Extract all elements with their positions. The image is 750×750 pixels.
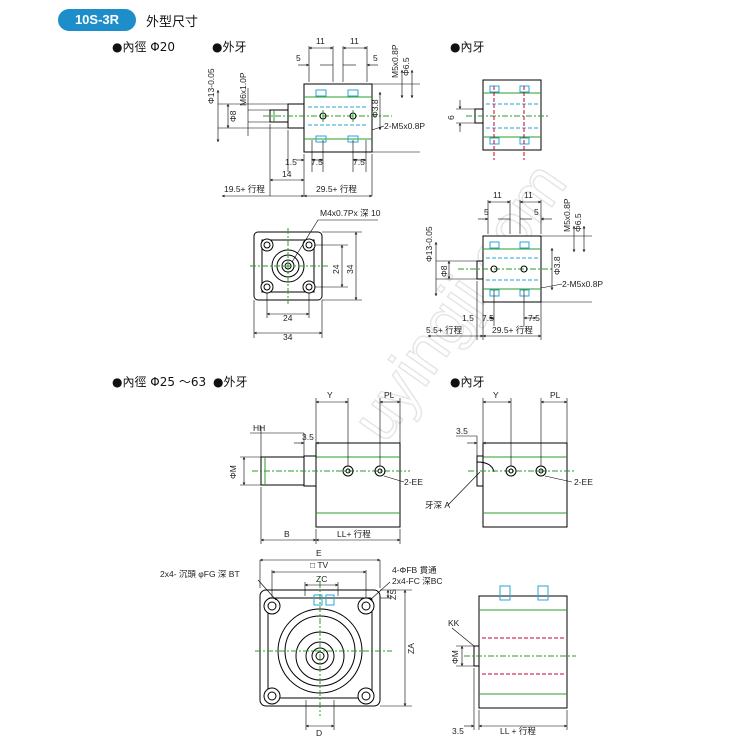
big-male-view	[252, 442, 410, 528]
dim-HH: HH	[253, 423, 265, 433]
big-side-labels: KK ΦM 3.5 LL + 行程	[448, 618, 536, 736]
big-female-view	[468, 442, 576, 528]
dim-phiM: ΦM	[450, 650, 460, 664]
section-bore25-63: ●內徑 Φ25 ～63	[112, 375, 207, 389]
big-face-view	[255, 582, 392, 716]
dim-Y: Y	[493, 390, 499, 400]
d20-female-dims	[456, 100, 475, 132]
dim-phi65: Φ6.5	[401, 57, 411, 76]
dim-LL: LL+ 行程	[337, 529, 371, 539]
dim-11-left: 11	[493, 190, 502, 200]
dim-5-left: 5	[484, 207, 489, 217]
dim-phi65: Φ6.5	[573, 213, 583, 232]
dim-PL: PL	[384, 390, 395, 400]
dim-14: 14	[282, 169, 292, 179]
dim-phi8: Φ8	[439, 265, 449, 277]
dim-7-5-left: 7.5	[482, 313, 494, 323]
big-face-labels: E □ TV ZC 2x4- 沉頭 φFG 深 BT 4-ΦFB 貫通 2x4-…	[160, 548, 443, 738]
d20-male-view	[263, 83, 392, 153]
dim-phiM: ΦM	[228, 465, 238, 479]
dim-3-5: 3.5	[452, 726, 464, 736]
dim-phi13: Φ13-0.05	[206, 68, 216, 104]
section-male-top: ●外牙	[212, 40, 247, 54]
dim-1-5: 1.5	[462, 313, 474, 323]
dim-thread-depth: 牙深 A	[425, 500, 450, 510]
dim-port-thread: M5x0.8P	[390, 44, 400, 78]
section-female-top: ●內牙	[450, 40, 485, 54]
big-female-dims	[447, 398, 573, 506]
dim-LL: LL + 行程	[500, 726, 536, 736]
d20-face-labels: M4x0.7Px 深 10 24 24 34 34	[283, 208, 381, 342]
dim-11-left: 11	[316, 36, 325, 46]
dim-rod-length: 5.5+ 行程	[426, 325, 463, 335]
page-title: 外型尺寸	[146, 15, 199, 30]
dim-5-right: 5	[534, 207, 539, 217]
d20-female2-dims	[427, 200, 592, 340]
dim-phi13: Φ13-0.05	[424, 226, 434, 262]
big-male-dims	[240, 398, 405, 544]
dim-5-right: 5	[373, 53, 378, 63]
big-face-dims	[257, 558, 412, 730]
big-female-labels: Y PL 3.5 2-EE 牙深 A	[425, 390, 593, 510]
dim-PL: PL	[550, 390, 561, 400]
dim-7-5-left: 7.5	[311, 157, 323, 167]
dim-counterbore: 2x4- 沉頭 φFG 深 BT	[160, 569, 240, 579]
dim-5-left: 5	[296, 53, 301, 63]
d20-face-view	[250, 228, 328, 304]
dim-Y: Y	[327, 390, 333, 400]
dim-34-vertical: 34	[345, 264, 355, 274]
dim-rod-length: 19.5+ 行程	[224, 184, 265, 194]
dim-ports: 2-EE	[574, 477, 593, 487]
dim-TV: □ TV	[310, 560, 329, 570]
dim-11-right: 11	[524, 190, 533, 200]
dim-3-5: 3.5	[302, 432, 314, 442]
dim-ports: 2-EE	[404, 477, 423, 487]
dim-port-thread: M5x0.8P	[562, 198, 572, 232]
big-side-view	[464, 585, 576, 709]
section-female-bottom: ●內牙	[450, 375, 485, 389]
dim-7-5-right: 7.5	[528, 313, 540, 323]
dim-body-length: 29.5+ 行程	[492, 325, 533, 335]
dim-3-5: 3.5	[456, 426, 468, 436]
dim-ZC: ZC	[316, 574, 327, 584]
dim-E: E	[316, 548, 322, 558]
dim-1-5: 1.5	[285, 157, 297, 167]
d20-male-labels: 11 11 5 5 M5x0.8P Φ6.5 Φ13-0.05 M6x1.0P …	[206, 36, 425, 194]
watermark: uyingji.com	[337, 150, 580, 454]
dim-fc: 2x4-FC 深BC	[392, 576, 443, 586]
dim-7-5-right: 7.5	[353, 157, 365, 167]
dim-ports: 2-M5x0.8P	[384, 121, 425, 131]
dim-ZS: ZS	[388, 589, 398, 600]
d20-female2-view	[458, 235, 552, 303]
dim-24-vertical: 24	[331, 264, 341, 274]
d20-female-view	[466, 79, 548, 160]
dim-11-right: 11	[350, 36, 359, 46]
section-bore20: ●內徑 Φ20	[112, 40, 176, 54]
dim-ZA: ZA	[406, 643, 416, 654]
dim-ports: 2-M5x0.8P	[562, 279, 603, 289]
dim-34-horizontal: 34	[283, 332, 293, 342]
section-male-bottom: ●外牙	[213, 375, 248, 389]
d20-male-dims	[216, 46, 420, 198]
model-badge: 10S-3R	[58, 9, 136, 31]
dim-phi38: Φ3.8	[370, 99, 380, 118]
dim-6: 6	[446, 115, 456, 120]
dim-D: D	[316, 728, 322, 738]
big-male-labels: Y PL HH 3.5 ΦM 2-EE B LL+ 行程	[228, 390, 423, 539]
dim-24-horizontal: 24	[283, 313, 293, 323]
dim-tap: M4x0.7Px 深 10	[320, 208, 381, 218]
d20-female2-labels: 11 11 5 5 M5x0.8P Φ6.5 Φ13-0.05 Φ8 Φ3.8 …	[424, 190, 603, 335]
dim-body-length: 29.5+ 行程	[316, 184, 357, 194]
dim-phi8: Φ8	[228, 110, 238, 122]
dim-B: B	[284, 529, 290, 539]
d20-face-dims	[253, 219, 378, 338]
dim-phi38: Φ3.8	[552, 256, 562, 275]
dim-fb: 4-ΦFB 貫通	[392, 565, 437, 575]
big-side-dims	[451, 627, 568, 730]
dim-KK: KK	[448, 618, 460, 628]
dim-rod-thread: M6x1.0P	[238, 72, 248, 106]
